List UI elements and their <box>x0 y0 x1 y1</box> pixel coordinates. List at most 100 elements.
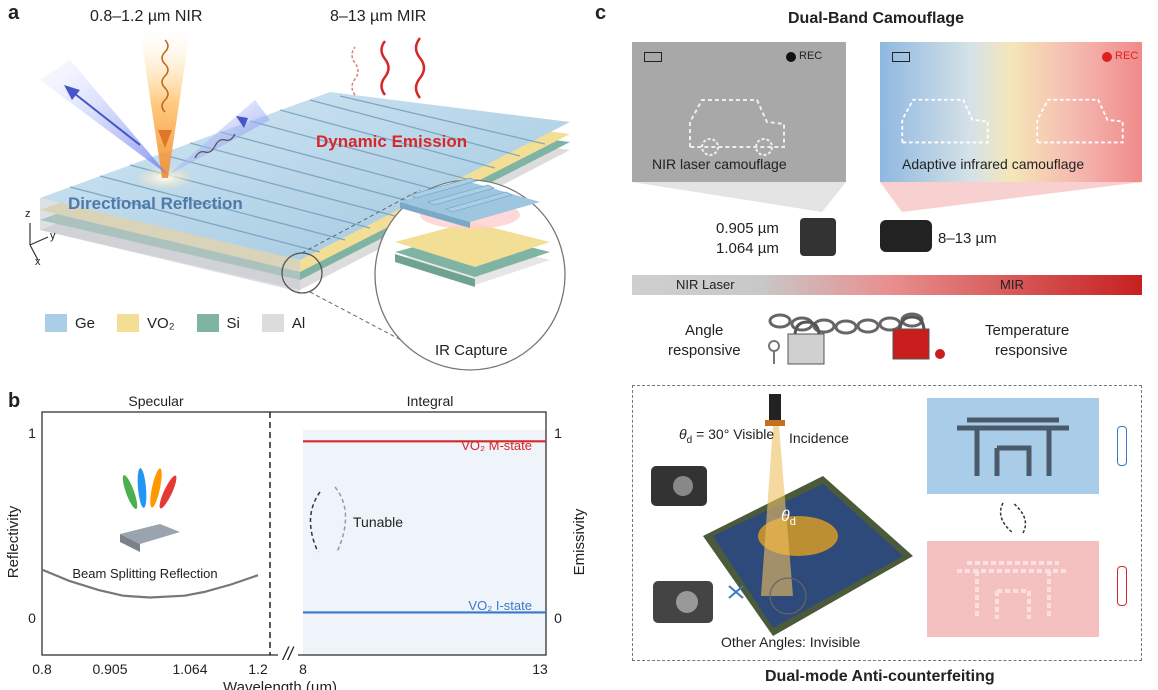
battery-icon <box>644 52 662 62</box>
temp-responsive-line2: responsive <box>995 342 1068 359</box>
legend-ge-label: Ge <box>75 314 96 332</box>
temp-responsive-line1: Temperature <box>985 322 1070 339</box>
axis-y-label: y <box>50 230 56 242</box>
grey-lock-icon <box>787 333 825 365</box>
hot-state-pattern <box>927 541 1099 637</box>
hot-thermometer-icon <box>1117 566 1127 606</box>
tunable-label: Tunable <box>353 514 403 530</box>
x-tick-1-2: 1.2 <box>248 661 268 677</box>
beam-splitting-label: Beam Splitting Reflection <box>72 566 217 581</box>
vehicle-outline-icon-right <box>1036 98 1124 144</box>
mir-rec-dot-icon <box>1102 52 1112 62</box>
left-y-tick-0: 0 <box>28 610 36 626</box>
directional-reflection-label: Directional Reflection <box>68 194 243 213</box>
beam-splitting-icon <box>120 468 180 552</box>
pavilion-icon-dark <box>957 417 1069 476</box>
legend-al-label: Al <box>291 314 306 332</box>
legend-vo2-swatch <box>117 314 140 332</box>
x-tick-8: 8 <box>299 661 307 677</box>
mir-battery-icon <box>892 52 910 62</box>
axis-break-mark: // <box>281 644 295 664</box>
theta-d-label: θd <box>781 508 796 528</box>
legend-ge-swatch <box>45 314 67 332</box>
specular-reflectivity-line <box>41 568 259 599</box>
x-tick-0-905: 0.905 <box>92 661 127 677</box>
nir-camera-icon <box>800 218 836 256</box>
chain-locks-illustration <box>768 312 945 365</box>
reflectivity-axis-label: Reflectivity <box>5 505 22 578</box>
spectrum-bar-right-label: MIR <box>1000 277 1024 292</box>
vehicle-outline-icon-left <box>901 98 989 144</box>
spectrum-bar-left-label: NIR Laser <box>676 277 735 292</box>
axis-z-label: z <box>25 208 31 220</box>
invisible-label: Other Angles: Invisible <box>721 634 861 650</box>
painting-illustration <box>651 394 913 636</box>
cold-thermometer-icon <box>1117 426 1127 466</box>
switch-arrows-icon <box>999 502 1027 534</box>
legend-ge: Ge <box>45 314 95 332</box>
theta-visible-label: θd = 30° Visible <box>679 426 774 446</box>
tunable-arrow-left <box>309 491 321 553</box>
wavelength-axis-label: Wavelength (µm) <box>223 679 337 690</box>
nir-rec-label: REC <box>799 50 823 62</box>
x-tick-13: 13 <box>532 661 548 677</box>
x-tick-1-064: 1.064 <box>172 661 207 677</box>
theta-subscript: d <box>686 434 693 446</box>
legend-si: Si <box>196 314 240 332</box>
i-state-label: VO₂ I-state <box>468 598 532 613</box>
vehicle-outline-icon <box>689 99 785 156</box>
legend-al-swatch <box>261 314 284 332</box>
panel-c-letter: c <box>595 2 607 24</box>
emissivity-axis-label: Emissivity <box>571 508 588 575</box>
metasurface-illustration <box>29 30 570 371</box>
integral-shade <box>303 430 546 655</box>
spectrum-bar: NIR Laser MIR <box>632 275 1142 295</box>
pavilion-icon-light <box>957 561 1069 619</box>
legend-vo2: VO₂ <box>117 314 175 332</box>
mir-label: 8–13 µm MIR <box>330 8 427 25</box>
legend-si-label: Si <box>226 314 240 332</box>
integral-title: Integral <box>407 393 454 409</box>
x-tick-0-8: 0.8 <box>32 661 52 677</box>
anti-counterfeit-box: θd = 30° Visible Incidence θd Other Angl… <box>632 385 1142 661</box>
rec-dot-icon <box>786 52 796 62</box>
nir-label: 0.8–1.2 µm NIR <box>90 8 203 25</box>
axis-break-mask <box>278 646 298 664</box>
dynamic-emission-label: Dynamic Emission <box>316 132 468 151</box>
theta-d-symbol: θ <box>781 508 790 525</box>
view-cones <box>632 182 1142 212</box>
angle-responsive-line2: responsive <box>668 342 741 359</box>
ir-capture-label: IR Capture <box>435 342 508 359</box>
reflectivity-emissivity-chart: // Specular Integral Reflectivity Emissi… <box>5 393 588 690</box>
angle-responsive-line1: Angle <box>685 322 724 339</box>
mir-camera-view: REC Adaptive infrared camouflage <box>880 42 1142 182</box>
incidence-label: Incidence <box>789 430 849 446</box>
layer-legend: Ge VO₂ Si Al <box>45 314 305 332</box>
thermal-camera-icon <box>880 220 932 252</box>
tunable-arrow-right <box>334 486 347 553</box>
legend-vo2-label: VO₂ <box>147 314 175 332</box>
wavelength-2: 1.064 µm <box>716 240 779 257</box>
legend-al: Al <box>261 314 306 332</box>
theta-symbol: θ <box>679 426 687 442</box>
theta-d-subscript: d <box>789 516 796 529</box>
adaptive-camouflage-label: Adaptive infrared camouflage <box>902 156 1085 172</box>
dual-band-title: Dual-Band Camouflage <box>788 10 965 27</box>
nir-camera-view: REC NIR laser camouflage <box>632 42 846 182</box>
nir-camouflage-label: NIR laser camouflage <box>652 156 787 172</box>
panel-b-letter: b <box>8 390 21 412</box>
right-y-tick-0: 0 <box>554 610 562 626</box>
mir-range-label: 8–13 µm <box>938 230 997 247</box>
m-state-label: VO₂ M-state <box>461 438 532 453</box>
legend-si-swatch <box>196 314 219 332</box>
left-y-tick-1: 1 <box>28 425 36 441</box>
specular-title: Specular <box>128 393 184 409</box>
anti-counterfeiting-title: Dual-mode Anti-counterfeiting <box>765 668 995 685</box>
axis-x-label: x <box>35 256 41 268</box>
mir-rec-label: REC <box>1115 50 1139 62</box>
right-y-tick-1: 1 <box>554 425 562 441</box>
visible-text: = 30° Visible <box>696 426 775 442</box>
red-lock-icon <box>892 328 930 360</box>
panel-a-letter: a <box>8 2 20 24</box>
cold-state-pattern <box>927 398 1099 494</box>
